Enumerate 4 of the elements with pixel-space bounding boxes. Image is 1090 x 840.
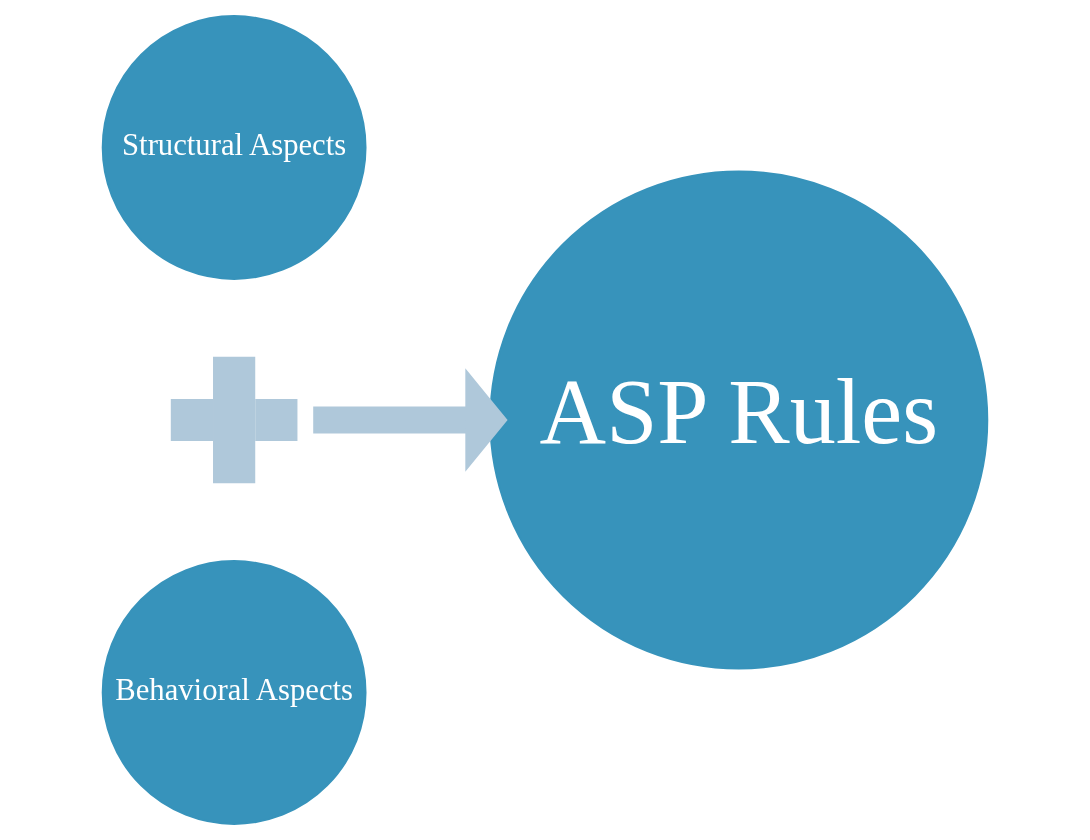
node-circle: ASP Rules bbox=[489, 170, 989, 670]
arrow bbox=[313, 368, 508, 472]
node-circle: Structural Aspects bbox=[101, 15, 367, 280]
node-circle: Behavioral Aspects bbox=[101, 560, 367, 825]
